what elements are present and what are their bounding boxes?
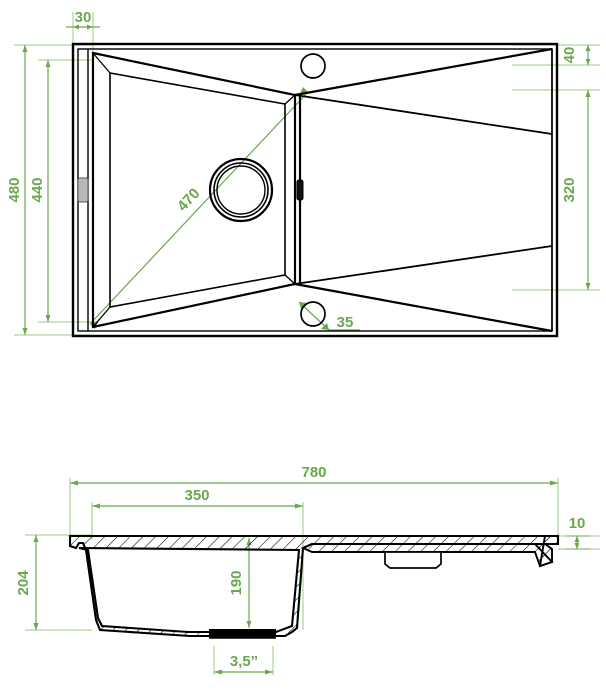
dim-40: 40	[561, 45, 591, 65]
dim-780: 780	[70, 464, 558, 486]
dim-label-470: 470	[174, 185, 204, 215]
overflow-slot-left	[77, 177, 89, 203]
dim-label-780: 780	[301, 464, 326, 481]
dim-label-40: 40	[561, 47, 578, 64]
tap-hole-top	[300, 53, 326, 79]
mounting-lug	[384, 551, 442, 569]
top-view: 30 480 440 40 320	[6, 9, 600, 338]
dim-label-35: 35	[337, 314, 354, 331]
overflow-slot-center	[296, 179, 304, 201]
dim-label-320: 320	[561, 177, 578, 202]
dim-190: 190	[228, 538, 252, 628]
dim-204: 204	[15, 535, 39, 630]
dim-470: 470	[89, 87, 309, 329]
dim-350: 350	[92, 487, 303, 509]
dim-320: 320	[561, 90, 591, 290]
dim-label-204: 204	[15, 570, 32, 596]
section-extension-lines	[25, 478, 600, 675]
dim-label-350: 350	[184, 487, 209, 504]
dim-35: 35	[298, 301, 360, 331]
dim-label-440: 440	[29, 177, 46, 202]
top-view-outline	[71, 42, 559, 338]
dim-35-inch: 3,5”	[214, 653, 273, 675]
dim-10: 10	[566, 515, 590, 550]
dim-label-190: 190	[228, 570, 245, 595]
dim-480: 480	[6, 45, 28, 335]
sink-body-section	[68, 534, 560, 639]
drain-ring	[208, 157, 274, 223]
dim-440: 440	[29, 60, 51, 322]
dim-label-10: 10	[569, 515, 586, 532]
section-view: 780 350 204 190 3,5”	[15, 464, 600, 675]
dim-label-3-5-inch: 3,5”	[230, 653, 258, 670]
dim-30: 30	[66, 9, 100, 30]
drain-outlet	[209, 629, 276, 639]
tap-hole-bottom	[300, 301, 326, 327]
dim-label-30: 30	[75, 9, 92, 26]
dim-label-480: 480	[6, 177, 23, 202]
